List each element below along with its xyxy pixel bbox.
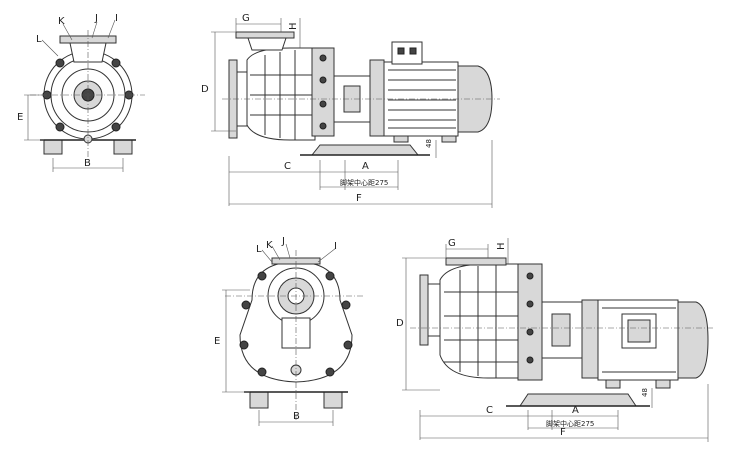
label-d: D [201, 84, 209, 95]
center-distance-note: 脚架中心距275 [340, 178, 388, 187]
label-b-2: B [293, 411, 300, 422]
top-front-view: L K J I E B [17, 13, 145, 172]
bottom-side-view: G H D 48 C A 脚架中心距275 F [396, 238, 714, 442]
label-k: K [58, 16, 65, 27]
label-i: I [115, 13, 118, 24]
label-a-2: A [572, 405, 579, 416]
label-48: 48 [425, 139, 433, 148]
top-side-view: G H D 48 C A 脚架中心距275 F [201, 13, 500, 208]
label-h: H [288, 22, 299, 30]
label-b: B [84, 158, 91, 169]
label-f-2: F [560, 427, 566, 438]
label-l: L [36, 34, 42, 45]
center-distance-note-2: 脚架中心距275 [546, 419, 594, 428]
label-g-2: G [448, 238, 456, 249]
label-e: E [17, 112, 23, 123]
label-c-2: C [486, 405, 493, 416]
label-k-2: K [266, 240, 273, 251]
label-a: A [362, 161, 369, 172]
label-h-2: H [496, 242, 507, 250]
label-l-2: L [256, 244, 262, 255]
label-g: G [242, 13, 250, 24]
label-d-2: D [396, 318, 404, 329]
label-j: J [94, 13, 98, 24]
label-i-2: I [334, 241, 337, 252]
label-f: F [356, 193, 362, 204]
label-48-2: 48 [641, 388, 649, 397]
bottom-front-view: L K J I E B [214, 236, 365, 426]
label-j-2: J [281, 236, 285, 247]
label-e-2: E [214, 336, 220, 347]
label-c: C [284, 161, 291, 172]
